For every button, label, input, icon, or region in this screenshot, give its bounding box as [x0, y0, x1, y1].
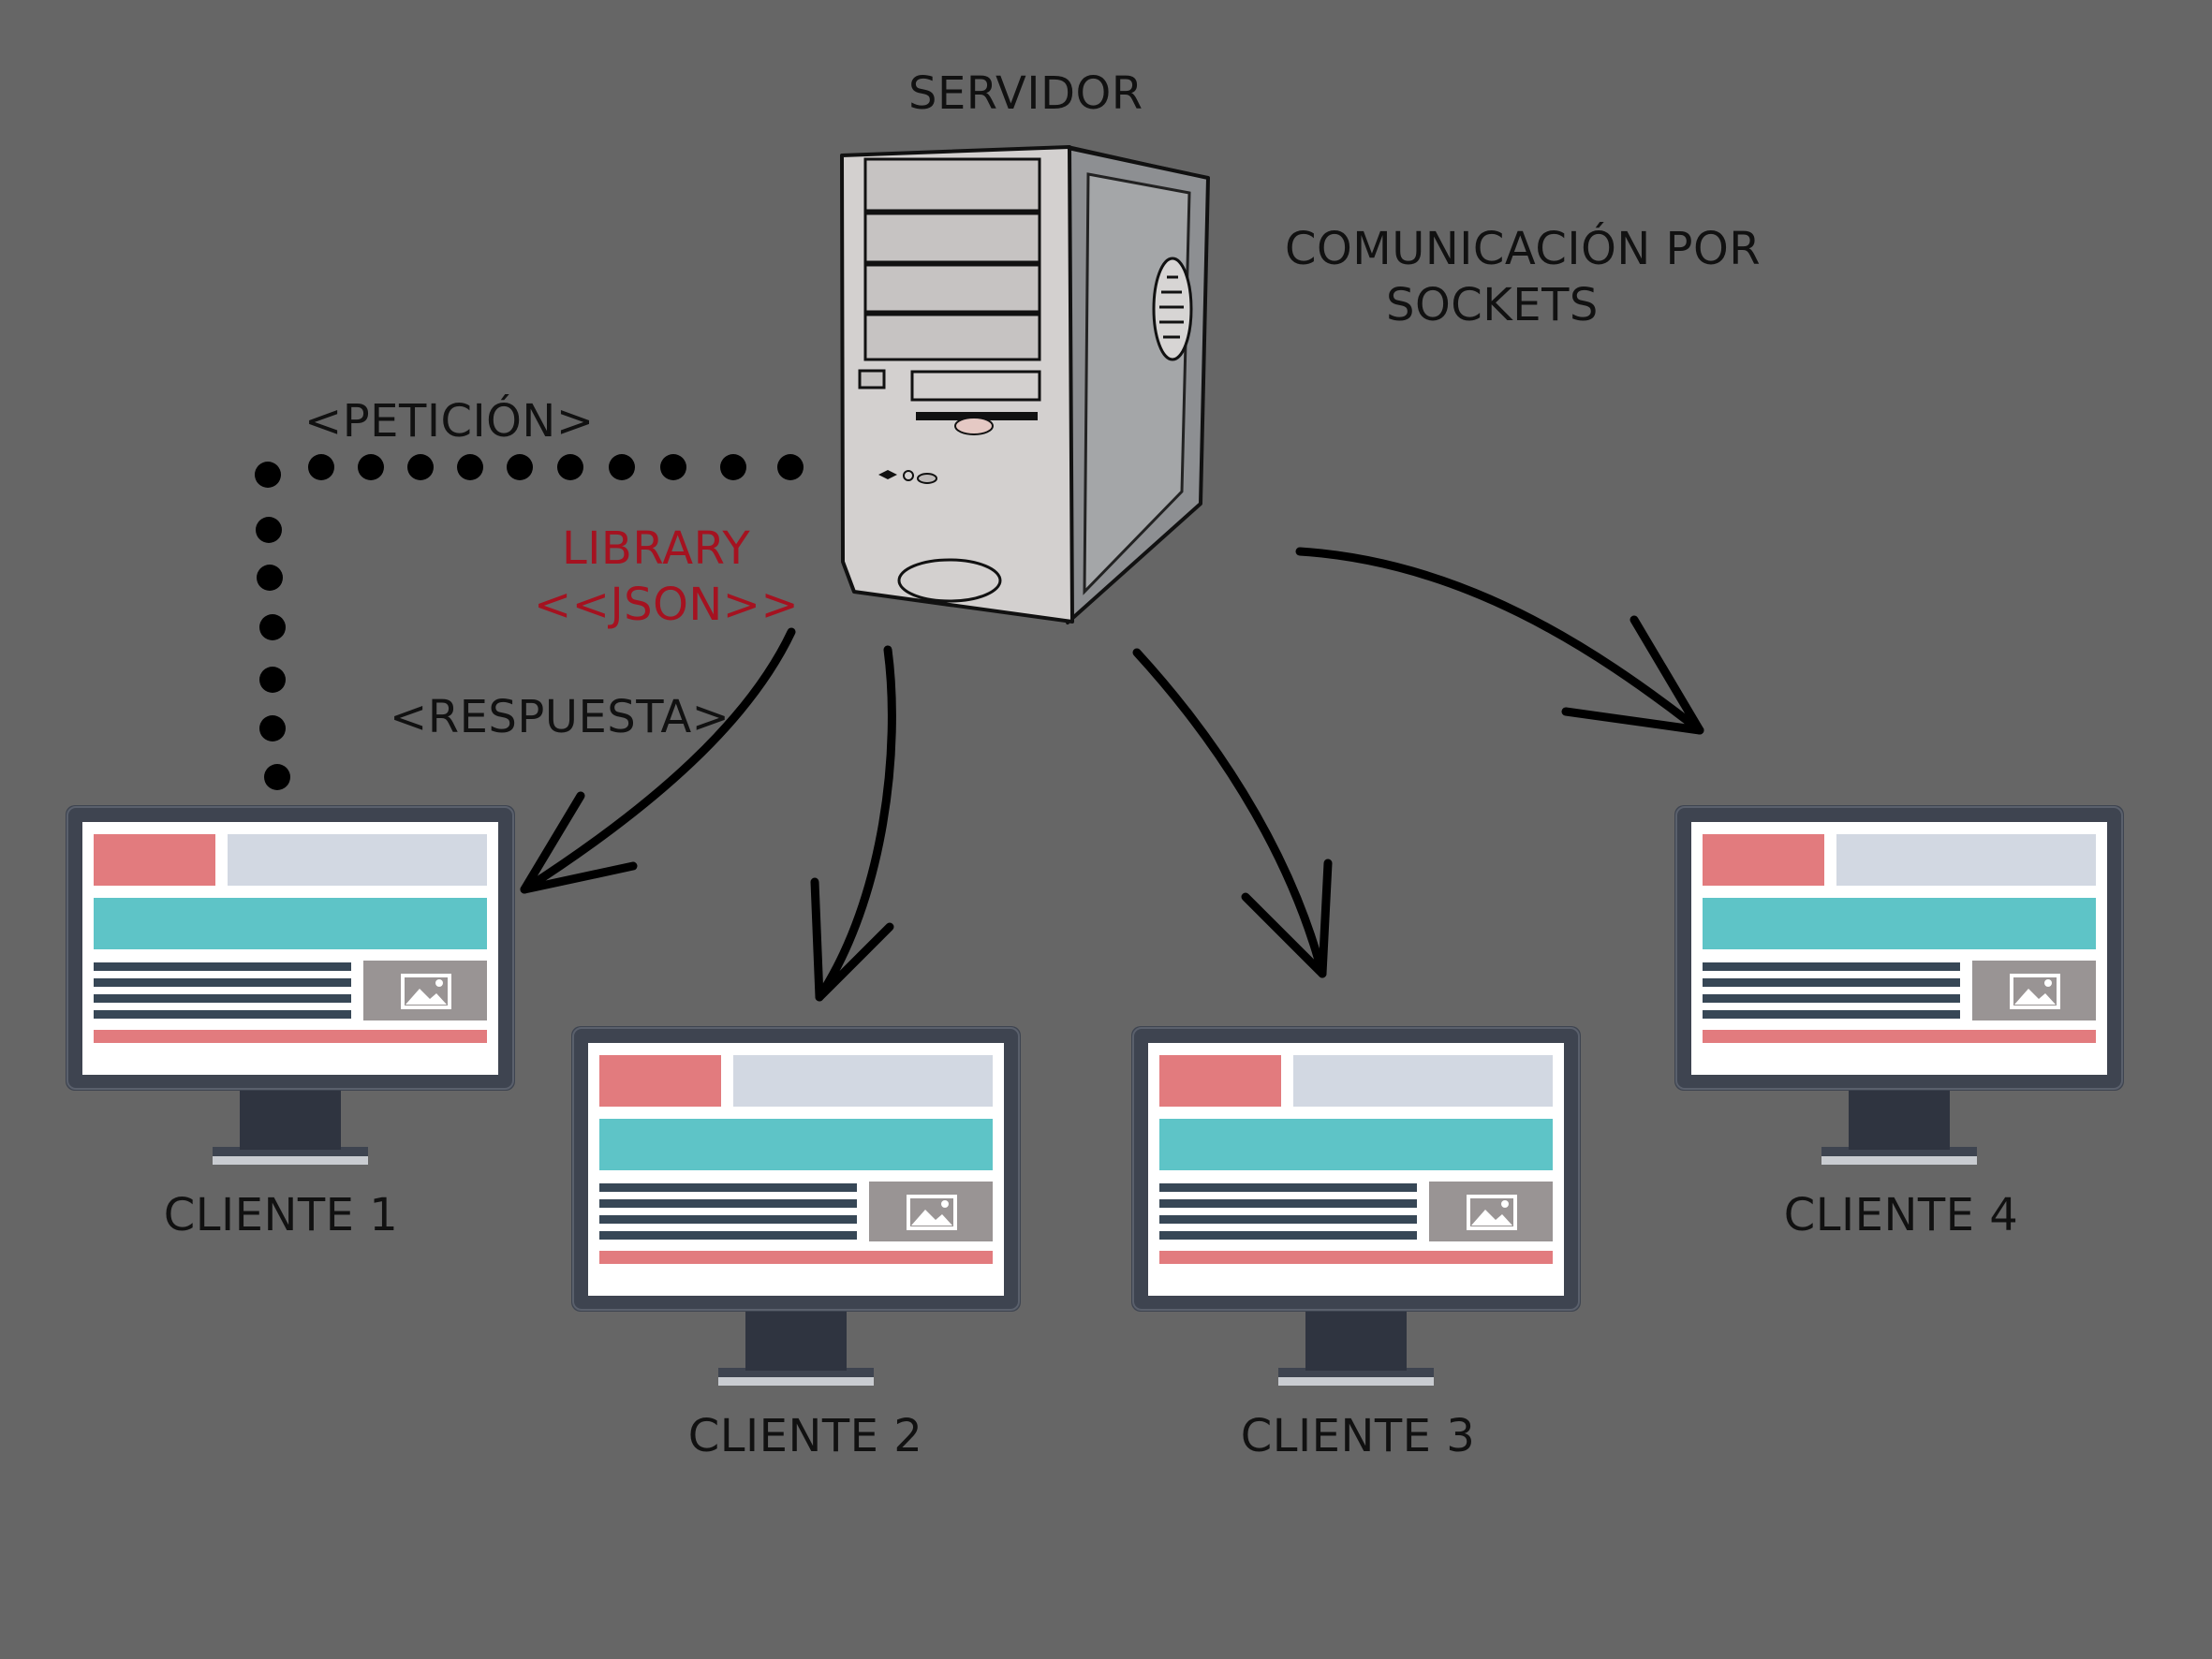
arrow-to-client-1: [520, 627, 796, 894]
arrow-to-client-3: [1132, 648, 1333, 978]
client-4-label: CLIENTE 4: [1783, 1189, 2019, 1241]
request-label: <PETICIÓN>: [304, 395, 595, 448]
library-label-line2: <<JSON>>: [534, 579, 800, 631]
client-3-monitor-icon: [1130, 1025, 1582, 1387]
server-tower-icon: [840, 145, 1210, 624]
client-3-label: CLIENTE 3: [1240, 1410, 1476, 1462]
library-label-line1: LIBRARY: [562, 522, 751, 575]
arrow-to-client-4: [1295, 547, 1704, 735]
arrow-to-client-2: [810, 645, 896, 1002]
server-label: SERVIDOR: [908, 67, 1143, 120]
client-1-label: CLIENTE 1: [163, 1189, 399, 1241]
client-1-monitor-icon: [65, 804, 516, 1166]
request-dotted-path: [255, 454, 804, 790]
client-2-monitor-icon: [570, 1025, 1022, 1387]
client-2-label: CLIENTE 2: [687, 1410, 923, 1462]
response-label: <RESPUESTA>: [390, 691, 730, 743]
client-4-monitor-icon: [1674, 804, 2125, 1166]
communication-label-line2: SOCKETS: [1386, 279, 1599, 331]
communication-label-line1: COMUNICACIÓN POR: [1285, 223, 1762, 275]
